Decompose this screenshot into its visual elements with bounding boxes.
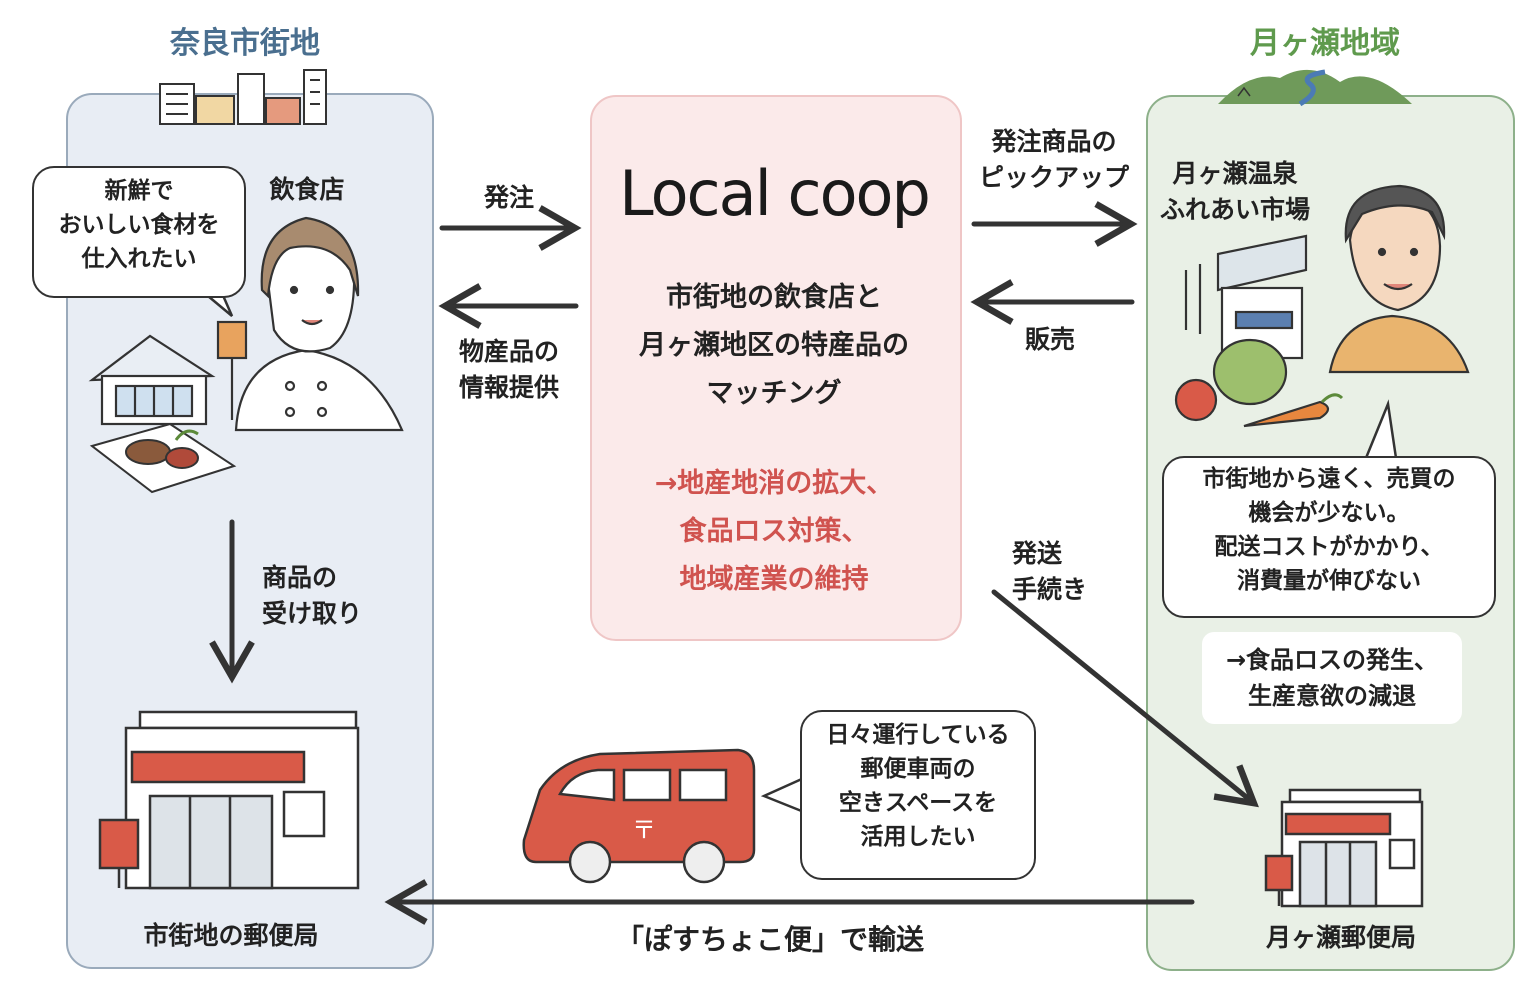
pickup-label-line: 受け取り	[262, 599, 363, 628]
chef-speech-line: 仕入れたい	[81, 246, 197, 272]
right-post-office-icon	[1264, 788, 1424, 908]
mail-van-icon: 〒	[522, 748, 756, 884]
info-label-line: 情報提供	[458, 373, 559, 402]
transport-label: 「ぽすちょこ便」で輸送	[615, 923, 924, 956]
center-effects: →地産地消の拡大、 食品ロス対策、 地域産業の維持	[596, 460, 952, 604]
center-description-line: 市街地の飲食店と	[666, 282, 882, 313]
market-label-line: 月ヶ瀬温泉	[1172, 159, 1298, 188]
shipping-label: 発送 手続き	[1012, 536, 1122, 608]
farmer-speech-line: 消費量が伸びない	[1237, 568, 1421, 594]
farmer-speech-line: 機会が少ない。	[1248, 500, 1410, 526]
market-label-line: ふれあい市場	[1159, 195, 1310, 224]
vegetables-icon	[1174, 338, 1344, 428]
restaurant-label: 飲食店	[269, 175, 345, 204]
pickup-label-line: 商品の	[262, 563, 338, 592]
van-speech-line: 日々運行している	[826, 722, 1010, 748]
info-label-line: 物産品の	[458, 337, 559, 366]
pickup-order-label: 発注商品の ピックアップ	[964, 124, 1144, 196]
van-speech-line: 郵便車両の	[860, 756, 976, 782]
pickup-order-label-line: 発注商品の	[991, 127, 1117, 156]
center-panel	[590, 95, 962, 641]
left-post-office-icon	[98, 710, 360, 890]
consequence-text: →食品ロスの発生、 生産意欲の減退	[1202, 642, 1462, 714]
farmer-icon	[1328, 184, 1470, 374]
center-description: 市街地の飲食店と 月ヶ瀬地区の特産品の マッチング	[596, 274, 952, 418]
consequence-line: 生産意欲の減退	[1248, 682, 1416, 710]
city-post-office-label: 市街地の郵便局	[143, 921, 319, 950]
local-coop-logo: Local coop	[619, 157, 931, 230]
right-region-title: 月ヶ瀬地域	[1250, 26, 1400, 61]
center-description-line: 月ヶ瀬地区の特産品の	[639, 330, 909, 361]
chef-speech-bubble: 新鮮で おいしい食材を 仕入れたい	[32, 166, 246, 298]
svg-text:〒: 〒	[632, 816, 656, 844]
center-effects-line: 地域産業の維持	[679, 564, 869, 595]
consequence-box	[1202, 632, 1462, 724]
farmer-speech-line: 市街地から遠く、売買の	[1202, 466, 1456, 492]
van-bubble-tail	[760, 776, 805, 814]
mountain-river-icon	[1218, 69, 1412, 107]
chef-speech-line: おいしい食材を	[58, 212, 220, 238]
van-speech-bubble: 日々運行している 郵便車両の 空きスペースを 活用したい	[800, 710, 1036, 880]
center-effects-line: 食品ロス対策、	[679, 516, 869, 547]
pickup-order-label-line: ピックアップ	[978, 163, 1129, 192]
left-region-title: 奈良市街地	[170, 26, 320, 61]
farmer-speech-line: 配送コストがかかり、	[1214, 534, 1444, 560]
order-label: 発注	[483, 183, 534, 212]
market-label: 月ヶ瀬温泉 ふれあい市場	[1150, 156, 1320, 228]
farmer-bubble-tail	[1364, 399, 1398, 459]
pickup-label: 商品の 受け取り	[262, 560, 392, 632]
city-skyline-icon	[159, 69, 327, 125]
chef-icon	[234, 216, 404, 432]
chef-speech-line: 新鮮で	[104, 178, 174, 204]
shipping-label-line: 手続き	[1012, 575, 1088, 604]
arrow-shipping	[991, 589, 1259, 808]
center-description-line: マッチング	[706, 378, 842, 409]
van-speech-line: 空きスペースを	[838, 790, 998, 816]
info-label: 物産品の 情報提供	[434, 334, 584, 406]
consequence-line: →食品ロスの発生、	[1225, 646, 1439, 674]
center-effects-line: →地産地消の拡大、	[654, 468, 894, 499]
sell-label: 販売	[1024, 325, 1075, 354]
farmer-speech-bubble: 市街地から遠く、売買の 機会が少ない。 配送コストがかかり、 消費量が伸びない	[1162, 456, 1496, 618]
tsukigase-post-office-label: 月ヶ瀬郵便局	[1265, 923, 1416, 952]
shipping-label-line: 発送	[1012, 539, 1063, 568]
dish-icon	[89, 422, 237, 494]
van-speech-line: 活用したい	[860, 824, 976, 850]
restaurant-building-icon	[88, 320, 248, 426]
